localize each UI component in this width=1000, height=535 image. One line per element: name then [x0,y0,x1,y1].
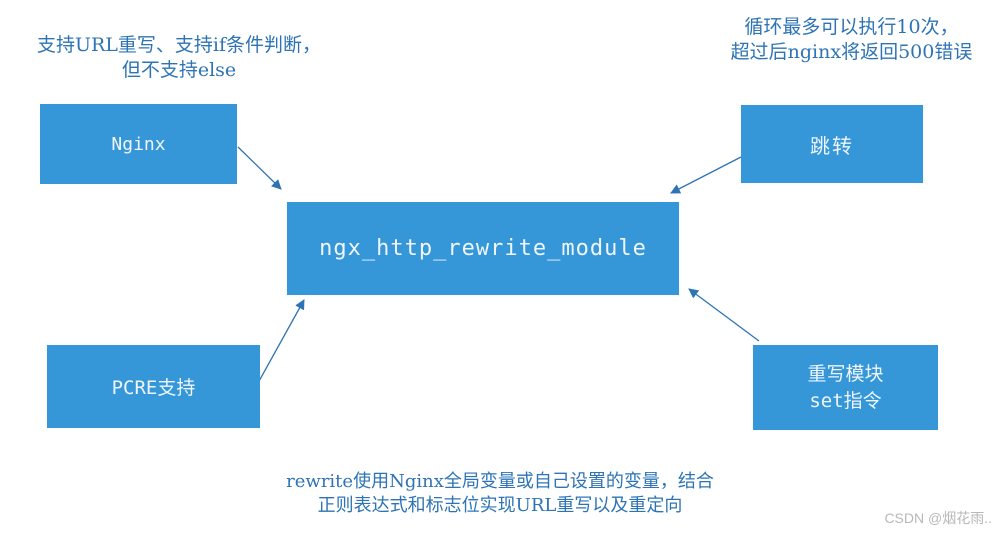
node-label: PCRE支持 [111,377,196,399]
node-label: 跳转 [810,133,854,158]
node-label: Nginx [111,133,166,155]
node-nginx: Nginx [40,104,237,184]
arrow-nginx-to-center [237,146,282,190]
note-bottom: rewrite使用Nginx全局变量或自己设置的变量，结合 正则表达式和标志位实… [240,470,760,518]
node-rewrite-set: 重写模块 set指令 [753,345,938,430]
note-top-left: 支持URL重写、支持if条件判断， 但不支持else [28,33,330,83]
arrow-rewrite-set-to-center [688,288,760,342]
note-line: 正则表达式和标志位实现URL重写以及重定向 [317,495,683,516]
note-line: 超过后nginx将返回500错误 [730,41,973,63]
arrow-jump-to-center [670,156,742,194]
node-jump: 跳转 [741,105,923,183]
note-top-right: 循环最多可以执行10次， 超过后nginx将返回500错误 [703,15,1000,65]
note-line: 支持URL重写、支持if条件判断， [36,34,322,56]
csdn-watermark: CSDN @烟花雨.. [884,510,992,526]
node-label: ngx_http_rewrite_module [319,236,647,261]
note-line: rewrite使用Nginx全局变量或自己设置的变量，结合 [286,471,714,492]
note-line: 循环最多可以执行10次， [744,16,959,38]
note-line: 但不支持else [121,59,237,81]
node-pcre: PCRE支持 [47,345,260,428]
node-ngx-http-rewrite-module: ngx_http_rewrite_module [287,202,679,295]
node-label: set指令 [809,389,882,412]
node-label: 重写模块 [807,362,884,385]
arrow-pcre-to-center [257,299,305,384]
